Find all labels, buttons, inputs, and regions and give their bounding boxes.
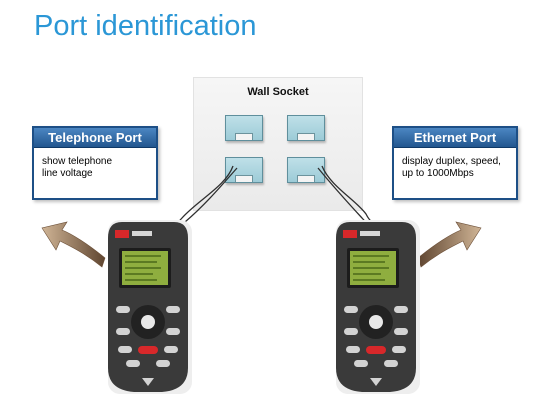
ethernet-port-callout: Ethernet Port display duplex, speed, up … [392, 126, 518, 200]
ethernet-port-heading: Ethernet Port [394, 128, 516, 148]
ethernet-port-line-2: up to 1000Mbps [402, 168, 474, 179]
wall-socket-port-icon [225, 115, 263, 141]
handheld-tester-icon [336, 220, 420, 394]
wall-socket-panel: Wall Socket [193, 77, 363, 211]
curved-arrow-icon [417, 221, 482, 268]
telephone-port-heading: Telephone Port [34, 128, 156, 148]
wall-socket-port-icon [225, 157, 263, 183]
telephone-port-line-2: line voltage [42, 168, 93, 179]
ethernet-port-line-1: display duplex, speed, [402, 156, 501, 167]
telephone-port-line-1: show telephone [42, 156, 113, 167]
wall-socket-port-icon [287, 115, 325, 141]
telephone-port-callout: Telephone Port show telephone line volta… [32, 126, 158, 200]
handheld-tester-icon [108, 220, 192, 394]
wall-socket-label: Wall Socket [247, 86, 309, 98]
curved-arrow-icon [41, 221, 106, 268]
page-title: Port identification [34, 10, 257, 42]
wall-socket-port-icon [287, 157, 325, 183]
